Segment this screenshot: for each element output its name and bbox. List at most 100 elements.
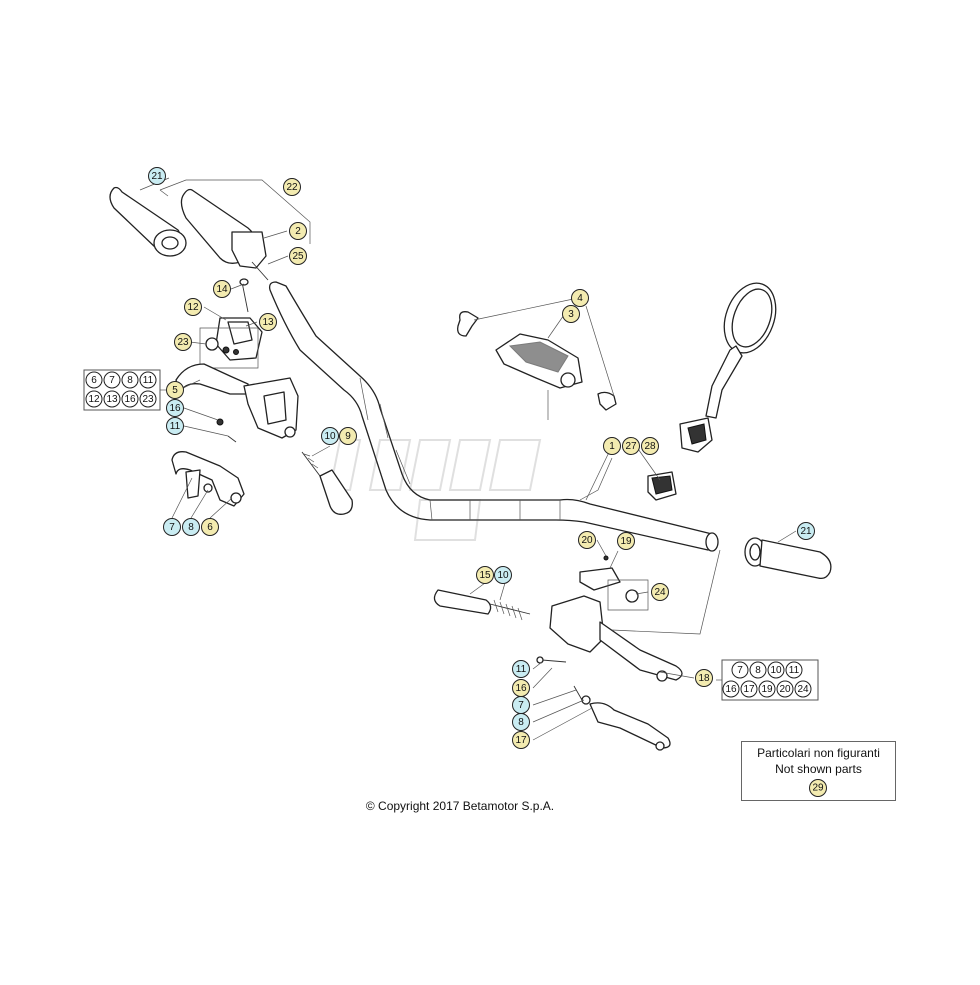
kit-label: 13 <box>106 394 118 405</box>
callout-12[interactable]: 12 <box>184 298 202 316</box>
callout-circle <box>797 522 815 540</box>
callout-label: 13 <box>262 317 274 328</box>
kit-circle <box>85 371 103 389</box>
kit-part-7[interactable]: 7 <box>731 661 749 679</box>
kit-part-19[interactable]: 19 <box>758 680 776 698</box>
callout-19[interactable]: 19 <box>617 532 635 550</box>
callout-label: 28 <box>644 441 656 452</box>
callout-circle <box>184 298 202 316</box>
callout-7-left[interactable]: 7 <box>163 518 181 536</box>
callout-10-right[interactable]: 10 <box>494 566 512 584</box>
callout-label: 6 <box>207 522 213 533</box>
kit-part-6[interactable]: 6 <box>85 371 103 389</box>
callout-label: 17 <box>515 735 527 746</box>
callout-22[interactable]: 22 <box>283 178 301 196</box>
callout-21-left[interactable]: 21 <box>148 167 166 185</box>
callout-8-left[interactable]: 8 <box>182 518 200 536</box>
callout-7-right[interactable]: 7 <box>512 696 530 714</box>
callout-24[interactable]: 24 <box>651 583 669 601</box>
kit-part-24[interactable]: 24 <box>794 680 812 698</box>
callout-6[interactable]: 6 <box>201 518 219 536</box>
callout-circle <box>163 518 181 536</box>
callout-17[interactable]: 17 <box>512 731 530 749</box>
callout-18[interactable]: 18 <box>695 669 713 687</box>
callout-label: 24 <box>654 587 666 598</box>
callout-16-left[interactable]: 16 <box>166 399 184 417</box>
kit-label: 17 <box>743 684 755 695</box>
callout-27[interactable]: 27 <box>622 437 640 455</box>
callout-28[interactable]: 28 <box>641 437 659 455</box>
callout-circle <box>148 167 166 185</box>
kit-label: 10 <box>770 665 782 676</box>
callout-circle <box>283 178 301 196</box>
callout-circle <box>321 427 339 445</box>
callout-circle <box>476 566 494 584</box>
kit-label: 11 <box>143 375 154 386</box>
kit-circle <box>139 371 157 389</box>
callout-11-right[interactable]: 11 <box>512 660 530 678</box>
callout-16-right[interactable]: 16 <box>512 679 530 697</box>
bracket-22 <box>159 179 311 244</box>
callout-3[interactable]: 3 <box>562 305 580 323</box>
callout-circle <box>512 731 530 749</box>
callout-label: 20 <box>581 535 593 546</box>
kit-part-17[interactable]: 17 <box>740 680 758 698</box>
kit-part-10[interactable]: 10 <box>767 661 785 679</box>
kit-part-7[interactable]: 7 <box>103 371 121 389</box>
kit-label: 8 <box>127 375 133 386</box>
callout-20[interactable]: 20 <box>578 531 596 549</box>
callout-5[interactable]: 5 <box>166 381 184 399</box>
callout-10-left[interactable]: 10 <box>321 427 339 445</box>
callout-label: 4 <box>577 293 583 304</box>
kit-part-11[interactable]: 11 <box>785 661 803 679</box>
kit-circle <box>722 680 740 698</box>
callout-8-right[interactable]: 8 <box>512 713 530 731</box>
kit-circle <box>758 680 776 698</box>
kit-part-12[interactable]: 12 <box>85 390 103 408</box>
not-shown-parts-box: Particolari non figuranti Not shown part… <box>741 741 896 801</box>
kit-part-11[interactable]: 11 <box>139 371 157 389</box>
callout-11-left[interactable]: 11 <box>166 417 184 435</box>
callout-label: 18 <box>698 673 710 684</box>
callout-2[interactable]: 2 <box>289 222 307 240</box>
callout-label: 7 <box>169 522 175 533</box>
clutch-lever-assembly <box>175 363 299 443</box>
kit-label: 12 <box>88 394 100 405</box>
kit-part-8[interactable]: 8 <box>749 661 767 679</box>
callout-label: 12 <box>187 302 199 313</box>
callout-1[interactable]: 1 <box>603 437 621 455</box>
callout-9[interactable]: 9 <box>339 427 357 445</box>
callout-circle <box>578 531 596 549</box>
callout-21-right[interactable]: 21 <box>797 522 815 540</box>
callout-label: 19 <box>620 536 632 547</box>
kit-label: 23 <box>142 394 154 405</box>
kit-label: 20 <box>779 684 791 695</box>
callout-label: 2 <box>295 226 301 237</box>
callout-circle <box>174 333 192 351</box>
callout-label: 8 <box>188 522 194 533</box>
kit-part-20[interactable]: 20 <box>776 680 794 698</box>
callout-15[interactable]: 15 <box>476 566 494 584</box>
kit-circle <box>794 680 812 698</box>
kit-circle <box>749 661 767 679</box>
kit-part-16[interactable]: 16 <box>722 680 740 698</box>
note-part-callout[interactable]: 29 <box>806 778 830 798</box>
callout-circle <box>182 518 200 536</box>
callout-13[interactable]: 13 <box>259 313 277 331</box>
kit-part-13[interactable]: 13 <box>103 390 121 408</box>
kit-part-16[interactable]: 16 <box>121 390 139 408</box>
kit-part-8[interactable]: 8 <box>121 371 139 389</box>
callout-circle <box>166 381 184 399</box>
right-adjuster <box>433 589 531 621</box>
kit-part-23[interactable]: 23 <box>139 390 157 408</box>
callout-23[interactable]: 23 <box>174 333 192 351</box>
callout-4[interactable]: 4 <box>571 289 589 307</box>
callout-14[interactable]: 14 <box>213 280 231 298</box>
callout-25[interactable]: 25 <box>289 247 307 265</box>
kit-circle <box>740 680 758 698</box>
callout-label: 27 <box>625 441 637 452</box>
note-italian: Particolari non figuranti <box>757 746 880 760</box>
